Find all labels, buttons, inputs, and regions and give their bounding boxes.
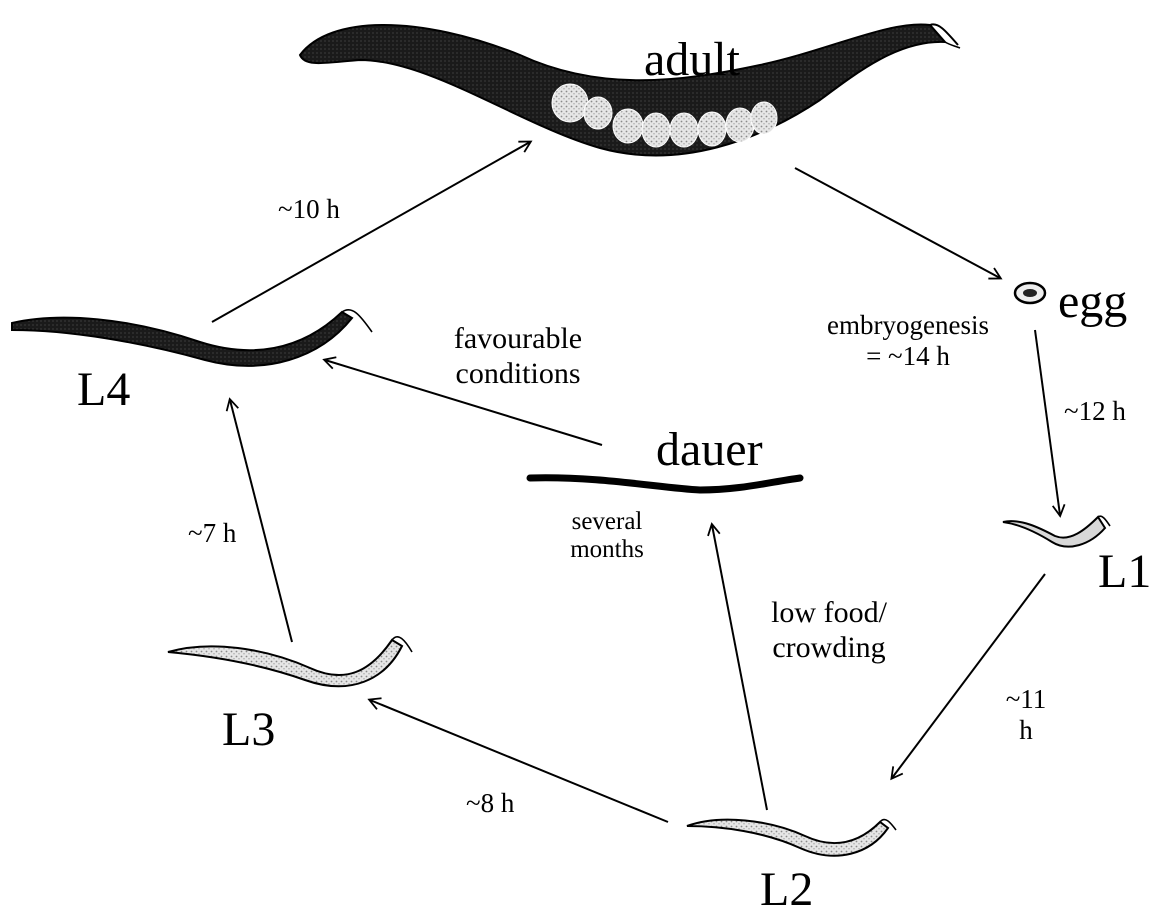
low-food-crowding-label: low food/ crowding — [744, 596, 914, 665]
arrow-l1-to-l2 — [892, 574, 1045, 778]
l3-worm-illustration — [168, 637, 412, 686]
l1-worm-illustration — [1003, 516, 1110, 546]
dauer-label: dauer — [656, 426, 763, 474]
favourable-line-2: conditions — [418, 357, 618, 392]
arrow-egg-to-l1 — [1035, 330, 1060, 515]
low-food-line-2: crowding — [744, 631, 914, 666]
l4-to-adult-duration: ~10 h — [278, 196, 340, 223]
arrow-l2-to-l3 — [370, 700, 668, 822]
l2-to-l3-duration: ~8 h — [466, 790, 514, 817]
adult-worm-illustration — [300, 24, 960, 155]
arrow-adult-to-egg — [795, 168, 1000, 278]
embryogenesis-line-2: = ~14 h — [798, 341, 1018, 372]
l1-label: L1 — [1098, 548, 1151, 596]
l3-to-l4-duration: ~7 h — [188, 520, 236, 547]
arrow-l3-to-l4 — [230, 400, 292, 642]
adult-label: adult — [644, 36, 740, 84]
embryogenesis-duration: embryogenesis = ~14 h — [798, 310, 1018, 372]
favourable-conditions-label: favourable conditions — [418, 322, 618, 391]
egg-illustration — [1015, 283, 1045, 303]
dauer-duration-line-1: several — [552, 508, 662, 536]
l1-to-l2-line-2: h — [996, 715, 1056, 746]
l1-to-l2-line-1: ~11 — [996, 684, 1056, 715]
dauer-duration-label: several months — [552, 508, 662, 564]
l4-label: L4 — [77, 366, 130, 414]
l4-worm-illustration — [12, 310, 372, 366]
favourable-line-1: favourable — [418, 322, 618, 357]
dauer-duration-line-2: months — [552, 536, 662, 564]
low-food-line-1: low food/ — [744, 596, 914, 631]
l1-to-l2-duration: ~11 h — [996, 684, 1056, 746]
l3-label: L3 — [222, 706, 275, 754]
l2-worm-illustration — [687, 820, 896, 856]
l2-label: L2 — [760, 866, 813, 914]
arrow-l4-to-adult — [212, 142, 530, 322]
egg-to-l1-duration: ~12 h — [1064, 398, 1126, 425]
embryogenesis-line-1: embryogenesis — [798, 310, 1018, 341]
arrow-l2-to-dauer — [712, 525, 767, 810]
egg-label: egg — [1058, 278, 1127, 326]
dauer-worm-illustration — [530, 478, 800, 490]
